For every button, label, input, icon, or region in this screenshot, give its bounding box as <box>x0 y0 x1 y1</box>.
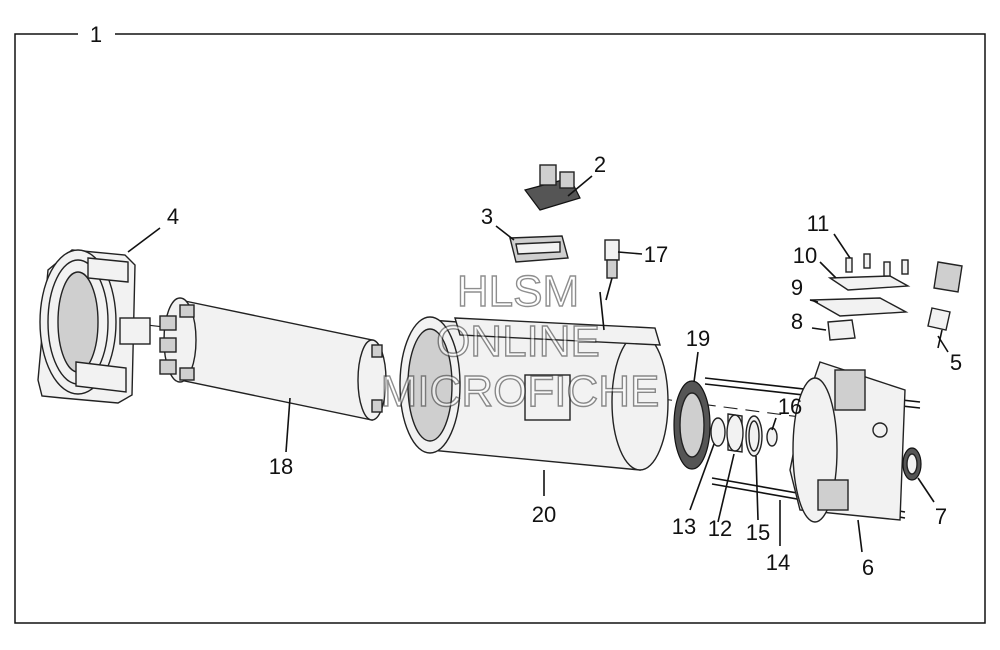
callout-6: 6 <box>862 555 874 580</box>
callout-19: 19 <box>686 326 710 351</box>
callout-5: 5 <box>950 350 962 375</box>
seal-13-part <box>710 417 726 447</box>
watermark-line-1: HLSM <box>457 267 579 316</box>
gasket-9-part <box>809 297 909 317</box>
callout-13: 13 <box>672 514 696 539</box>
seal-ring-part <box>902 447 922 481</box>
switch-8-part <box>827 319 856 341</box>
callout-14: 14 <box>766 550 790 575</box>
watermark-line-3: MICROFICHE <box>381 367 660 416</box>
end-cap-part <box>37 249 151 404</box>
armature-part <box>159 297 387 421</box>
contact-assembly-part <box>523 164 581 211</box>
plate-10-part <box>827 275 911 291</box>
solenoid-plug-part <box>927 261 963 349</box>
callout-20: 20 <box>532 502 556 527</box>
clip-16-part <box>766 427 778 447</box>
watermark-line-2: ONLINE <box>436 317 600 366</box>
callout-16: 16 <box>778 394 802 419</box>
callout-labels: 2 3 4 5 6 7 8 9 10 11 12 13 14 15 16 17 … <box>167 152 962 580</box>
callout-11: 11 <box>807 211 830 236</box>
callout-4: 4 <box>167 204 179 229</box>
leader-lines <box>127 175 949 553</box>
callout-3: 3 <box>481 204 493 229</box>
callout-18: 18 <box>269 454 293 479</box>
assembly-number: 1 <box>90 22 102 47</box>
field-frame-part <box>399 291 669 471</box>
seal-15-part <box>745 415 763 457</box>
bearing-12-part <box>726 413 744 453</box>
callout-8: 8 <box>791 309 803 334</box>
watermark: HLSM ONLINE MICROFICHE <box>380 266 660 416</box>
callout-17: 17 <box>644 242 668 267</box>
drive-housing-part <box>789 361 906 523</box>
callout-7: 7 <box>935 504 947 529</box>
callout-9: 9 <box>791 275 803 300</box>
terminal-part <box>604 239 620 301</box>
diagram-frame <box>14 33 986 624</box>
cover-part <box>509 235 569 263</box>
callout-15: 15 <box>746 520 770 545</box>
callout-12: 12 <box>708 516 732 541</box>
callout-10: 10 <box>793 243 817 268</box>
callout-2: 2 <box>594 152 606 177</box>
drive-gear-part <box>673 380 711 470</box>
screws-11-part <box>845 253 909 277</box>
